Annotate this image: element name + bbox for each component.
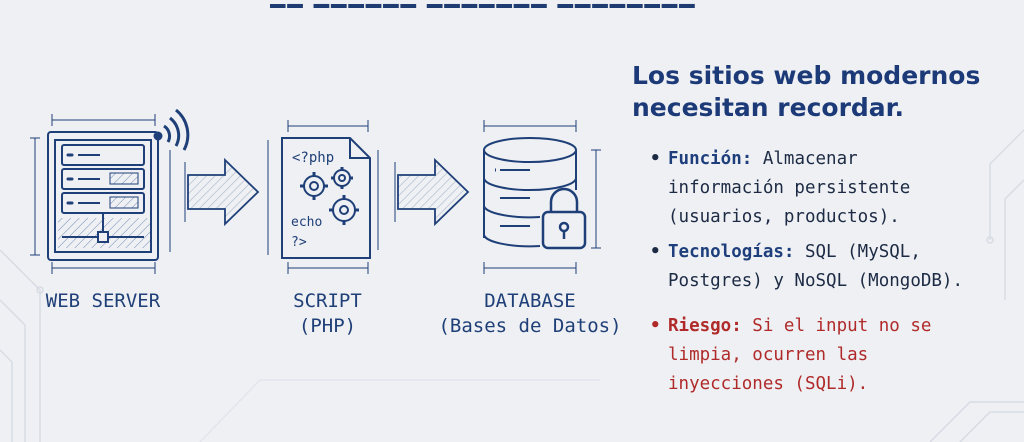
web-server-node — [30, 108, 190, 274]
bullet-text: Si el input no se — [741, 316, 932, 336]
bullet-text: Postgres) y NoSQL (MongoDB). — [668, 271, 964, 291]
script-node: <?php echo ?> — [267, 120, 379, 274]
code-echo: echo — [291, 215, 322, 230]
server-rack-icon — [47, 131, 159, 261]
bullet-text: inyecciones (SQLi). — [668, 374, 869, 394]
bullet-key: Tecnologías: — [668, 242, 795, 262]
script-document-icon — [281, 137, 371, 259]
dimension-lines — [267, 120, 379, 274]
bullet-text: (usuarios, productos). — [668, 207, 900, 227]
bullet-text: información persistente — [668, 178, 911, 198]
bullet-dot: • — [650, 316, 661, 336]
bullet-dot: • — [650, 242, 661, 262]
database-node — [483, 120, 601, 274]
script-label: SCRIPT (PHP) — [255, 289, 400, 339]
architecture-diagram: <?php echo ?> — [30, 108, 601, 274]
bullet-function: • Función: Almacenar información persist… — [650, 145, 1022, 232]
heading-line-1: Los sitios web modernos — [632, 61, 981, 90]
database-cylinder-icon — [483, 137, 577, 248]
wifi-signal-icon — [153, 108, 190, 151]
dimension-lines — [483, 120, 601, 274]
bullet-text: Almacenar — [752, 149, 858, 169]
padlock-icon — [541, 187, 587, 250]
bullet-key: Riesgo: — [668, 316, 742, 336]
bullet-key: Función: — [668, 149, 753, 169]
database-subtitle: (Bases de Datos) — [438, 315, 622, 337]
bullet-text: limpia, ocurren las — [668, 345, 869, 365]
code-php-open: <?php — [292, 150, 334, 166]
bullet-dot: • — [650, 149, 661, 169]
web-server-title: WEB SERVER — [45, 290, 161, 312]
gears-icon — [300, 167, 359, 225]
dimension-lines — [30, 114, 171, 274]
heading-line-2: necesitan recordar. — [632, 93, 904, 122]
script-subtitle: (PHP) — [298, 315, 357, 337]
bullet-technologies: • Tecnologías: SQL (MySQL, Postgres) y N… — [650, 238, 1022, 296]
database-label: DATABASE (Bases de Datos) — [430, 289, 630, 339]
code-php-close: ?> — [291, 235, 307, 250]
script-title: SCRIPT — [293, 290, 362, 312]
bullet-risk: • Riesgo: Si el input no se limpia, ocur… — [650, 312, 1022, 399]
arrow-right-icon — [394, 157, 470, 227]
arrow-right-icon — [184, 157, 260, 227]
bullet-text: SQL (MySQL, — [794, 242, 921, 262]
cut-off-title: ▂▂ ▂▂▂▂▂▂ ▂▂▂▂▂▂▂ ▂▂▂▂▂▂▂▂ — [270, 0, 850, 8]
web-server-label: WEB SERVER — [18, 289, 188, 314]
panel-heading: Los sitios web modernos necesitan record… — [632, 60, 1012, 124]
database-title: DATABASE — [484, 290, 576, 312]
